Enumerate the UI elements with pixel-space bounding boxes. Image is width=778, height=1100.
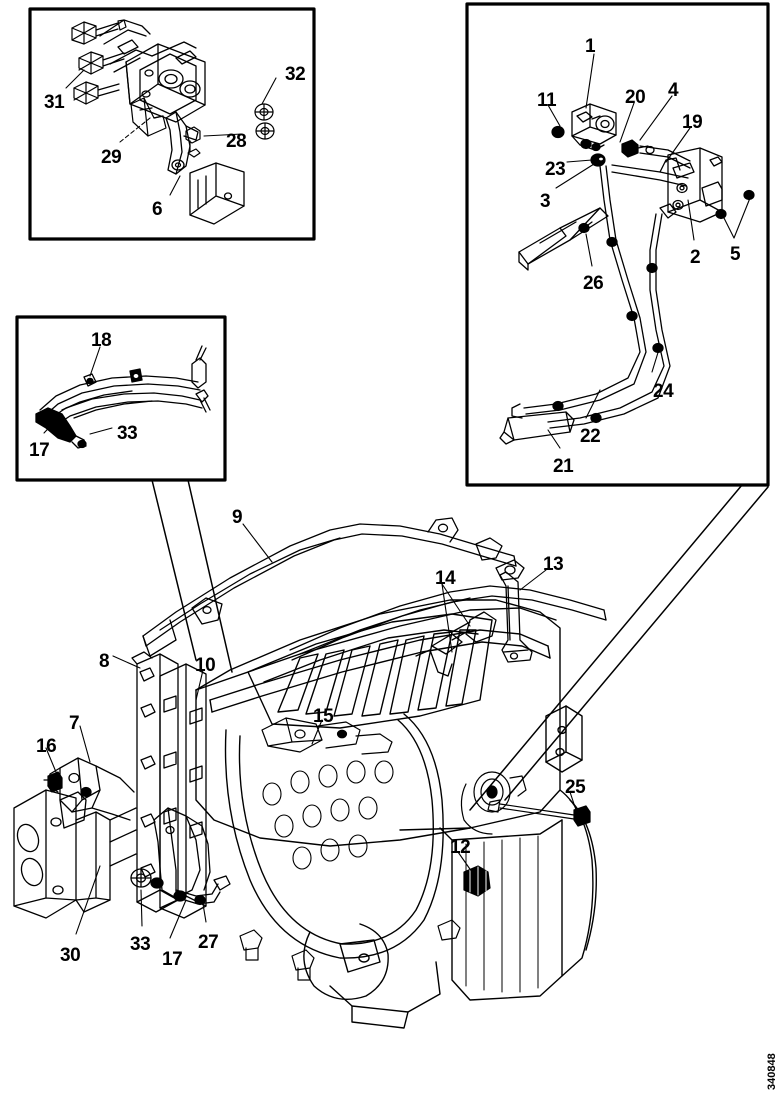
callout-22: 22 xyxy=(580,426,601,447)
callout-18: 18 xyxy=(91,330,112,351)
callout-1: 1 xyxy=(585,36,596,57)
callout-21: 21 xyxy=(553,456,574,477)
callout-26: 26 xyxy=(583,273,604,294)
callout-32: 32 xyxy=(285,64,306,85)
callout-23: 23 xyxy=(545,159,566,180)
callout-27: 27 xyxy=(198,932,219,953)
callout-4: 4 xyxy=(668,80,679,101)
callout-14: 14 xyxy=(435,568,456,589)
callout-2: 2 xyxy=(690,247,701,268)
callout-29: 29 xyxy=(101,147,122,168)
callout-31: 31 xyxy=(44,92,65,113)
callout-24: 24 xyxy=(653,381,674,402)
callout-13: 13 xyxy=(543,554,564,575)
callout-33: 33 xyxy=(130,934,151,955)
callout-20: 20 xyxy=(625,87,646,108)
inset-box-top-left xyxy=(28,7,316,241)
callout-25: 25 xyxy=(565,777,586,798)
inset-box-top-right xyxy=(465,2,770,487)
inset-top-right-art xyxy=(499,53,755,449)
callout-33-alt: 33 xyxy=(117,423,138,444)
callout-16: 16 xyxy=(36,736,57,757)
inset-box-middle-left xyxy=(15,315,227,482)
callout-17-alt: 17 xyxy=(29,440,50,461)
callout-10: 10 xyxy=(195,655,216,676)
inset-leader-lines xyxy=(151,479,769,811)
callout-17: 17 xyxy=(162,949,183,970)
callout-8: 8 xyxy=(99,651,110,672)
callout-19: 19 xyxy=(682,112,703,133)
callout-30: 30 xyxy=(60,945,81,966)
callout-11: 11 xyxy=(537,90,557,111)
callout-6: 6 xyxy=(152,199,163,220)
callout-7: 7 xyxy=(69,713,80,734)
main-assembly-art xyxy=(13,517,607,1029)
drawing-reference-number: 340848 xyxy=(766,1053,778,1090)
callout-3: 3 xyxy=(540,191,551,212)
callout-9: 9 xyxy=(232,507,243,528)
callout-5: 5 xyxy=(730,244,741,265)
inset-top-left-art xyxy=(65,19,277,225)
callout-28: 28 xyxy=(226,131,247,152)
callout-12: 12 xyxy=(450,837,471,858)
inset-middle-left-art xyxy=(35,345,211,449)
callout-15: 15 xyxy=(313,706,334,727)
